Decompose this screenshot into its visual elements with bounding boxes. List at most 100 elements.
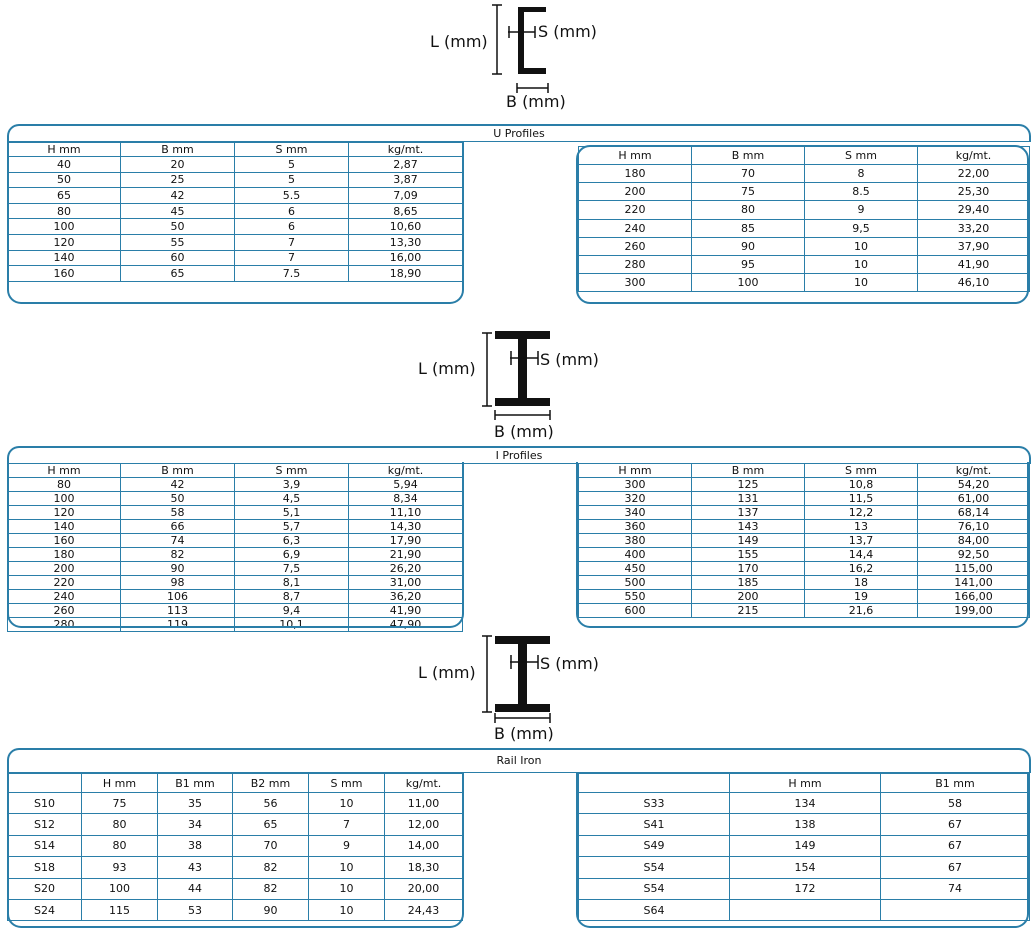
i2-b-label: B (mm) xyxy=(494,724,554,743)
table-cell: S54 xyxy=(578,877,730,900)
table-header-cell: H mm xyxy=(578,146,692,165)
table-header-cell: H mm xyxy=(578,463,692,478)
table-cell: 550 xyxy=(578,589,692,604)
table-cell: 7 xyxy=(308,813,385,836)
table-cell: 14,00 xyxy=(384,834,463,858)
table-cell: 31,00 xyxy=(348,575,463,590)
table-cell: 14,4 xyxy=(804,547,918,562)
table-header-cell: S mm xyxy=(234,142,349,157)
table-cell: 80 xyxy=(81,834,158,858)
table-cell: 115,00 xyxy=(917,561,1030,576)
table-cell: 65 xyxy=(7,187,121,204)
table-header-cell: B1 mm xyxy=(880,773,1030,793)
table-cell: 45 xyxy=(120,202,235,220)
table-cell: 6,9 xyxy=(234,547,349,562)
table-cell: S24 xyxy=(7,898,82,922)
table-cell: 199,00 xyxy=(917,603,1030,618)
table-cell: 154 xyxy=(729,856,881,879)
table-cell: 10 xyxy=(308,877,385,900)
table-cell: 84,00 xyxy=(917,533,1030,548)
table-cell: 82 xyxy=(232,877,309,900)
table-cell: 22,00 xyxy=(917,163,1030,184)
table-header-cell: kg/mt. xyxy=(384,773,463,793)
table-cell: 10,60 xyxy=(348,218,463,235)
table-cell: 11,5 xyxy=(804,491,918,506)
table-cell: 220 xyxy=(578,200,692,220)
table-cell: 18,90 xyxy=(348,265,463,282)
table-cell: 46,10 xyxy=(917,273,1030,293)
i1-l-label: L (mm) xyxy=(418,359,476,378)
table-cell: 143 xyxy=(691,519,805,534)
i1-b-label: B (mm) xyxy=(494,422,554,441)
table-header-cell: B mm xyxy=(120,142,235,157)
i-profile-shape-icon xyxy=(482,331,551,420)
table-cell: 10 xyxy=(308,898,385,922)
table-cell: 10,1 xyxy=(234,617,349,632)
table-cell: 68,14 xyxy=(917,505,1030,520)
table-cell: 80 xyxy=(7,477,121,492)
u-profile-diagram: L (mm) S (mm) B (mm) xyxy=(420,0,620,112)
table-cell: 29,40 xyxy=(917,200,1030,220)
table-cell: 3,87 xyxy=(348,171,463,189)
table-header-cell: S mm xyxy=(234,463,349,478)
table-cell: 21,6 xyxy=(804,603,918,618)
table-cell: 82 xyxy=(120,547,235,562)
table-cell: 140 xyxy=(7,519,121,534)
table-cell: 8 xyxy=(804,163,918,184)
table-cell: 60 xyxy=(120,249,235,267)
u-s-label: S (mm) xyxy=(538,22,597,41)
table-cell: 16,2 xyxy=(804,561,918,576)
table-cell: 20,00 xyxy=(384,877,463,900)
table-cell: 19 xyxy=(804,589,918,604)
table-cell: 82 xyxy=(232,856,309,879)
table-cell: 185 xyxy=(691,575,805,590)
table-cell xyxy=(880,898,1030,922)
table-cell: 170 xyxy=(691,561,805,576)
table-cell: 120 xyxy=(7,505,121,520)
table-header-cell: B1 mm xyxy=(157,773,233,793)
table-cell: 70 xyxy=(691,163,805,184)
table-cell: 140 xyxy=(7,249,121,267)
table-cell: 115 xyxy=(81,898,158,922)
table-cell: 41,90 xyxy=(917,254,1030,275)
table-cell: 18,30 xyxy=(384,856,463,879)
table-cell: 6 xyxy=(234,202,349,220)
i2-l-label: L (mm) xyxy=(418,663,476,682)
table-cell: 9 xyxy=(804,200,918,220)
table-cell: 41,90 xyxy=(348,603,463,618)
table-cell: 200 xyxy=(691,589,805,604)
table-cell: 9,4 xyxy=(234,603,349,618)
table-cell: S49 xyxy=(578,834,730,858)
table-cell: 8,65 xyxy=(348,202,463,220)
table-cell: S41 xyxy=(578,813,730,836)
table-cell: 76,10 xyxy=(917,519,1030,534)
table-cell: 90 xyxy=(120,561,235,576)
table-cell: 160 xyxy=(7,533,121,548)
table-cell: S18 xyxy=(7,856,82,879)
table-header-cell: B mm xyxy=(120,463,235,478)
table-cell: 5.5 xyxy=(234,187,349,204)
table-header-cell: B2 mm xyxy=(232,773,309,793)
table-cell: 280 xyxy=(7,617,121,632)
table-cell: 5,1 xyxy=(234,505,349,520)
